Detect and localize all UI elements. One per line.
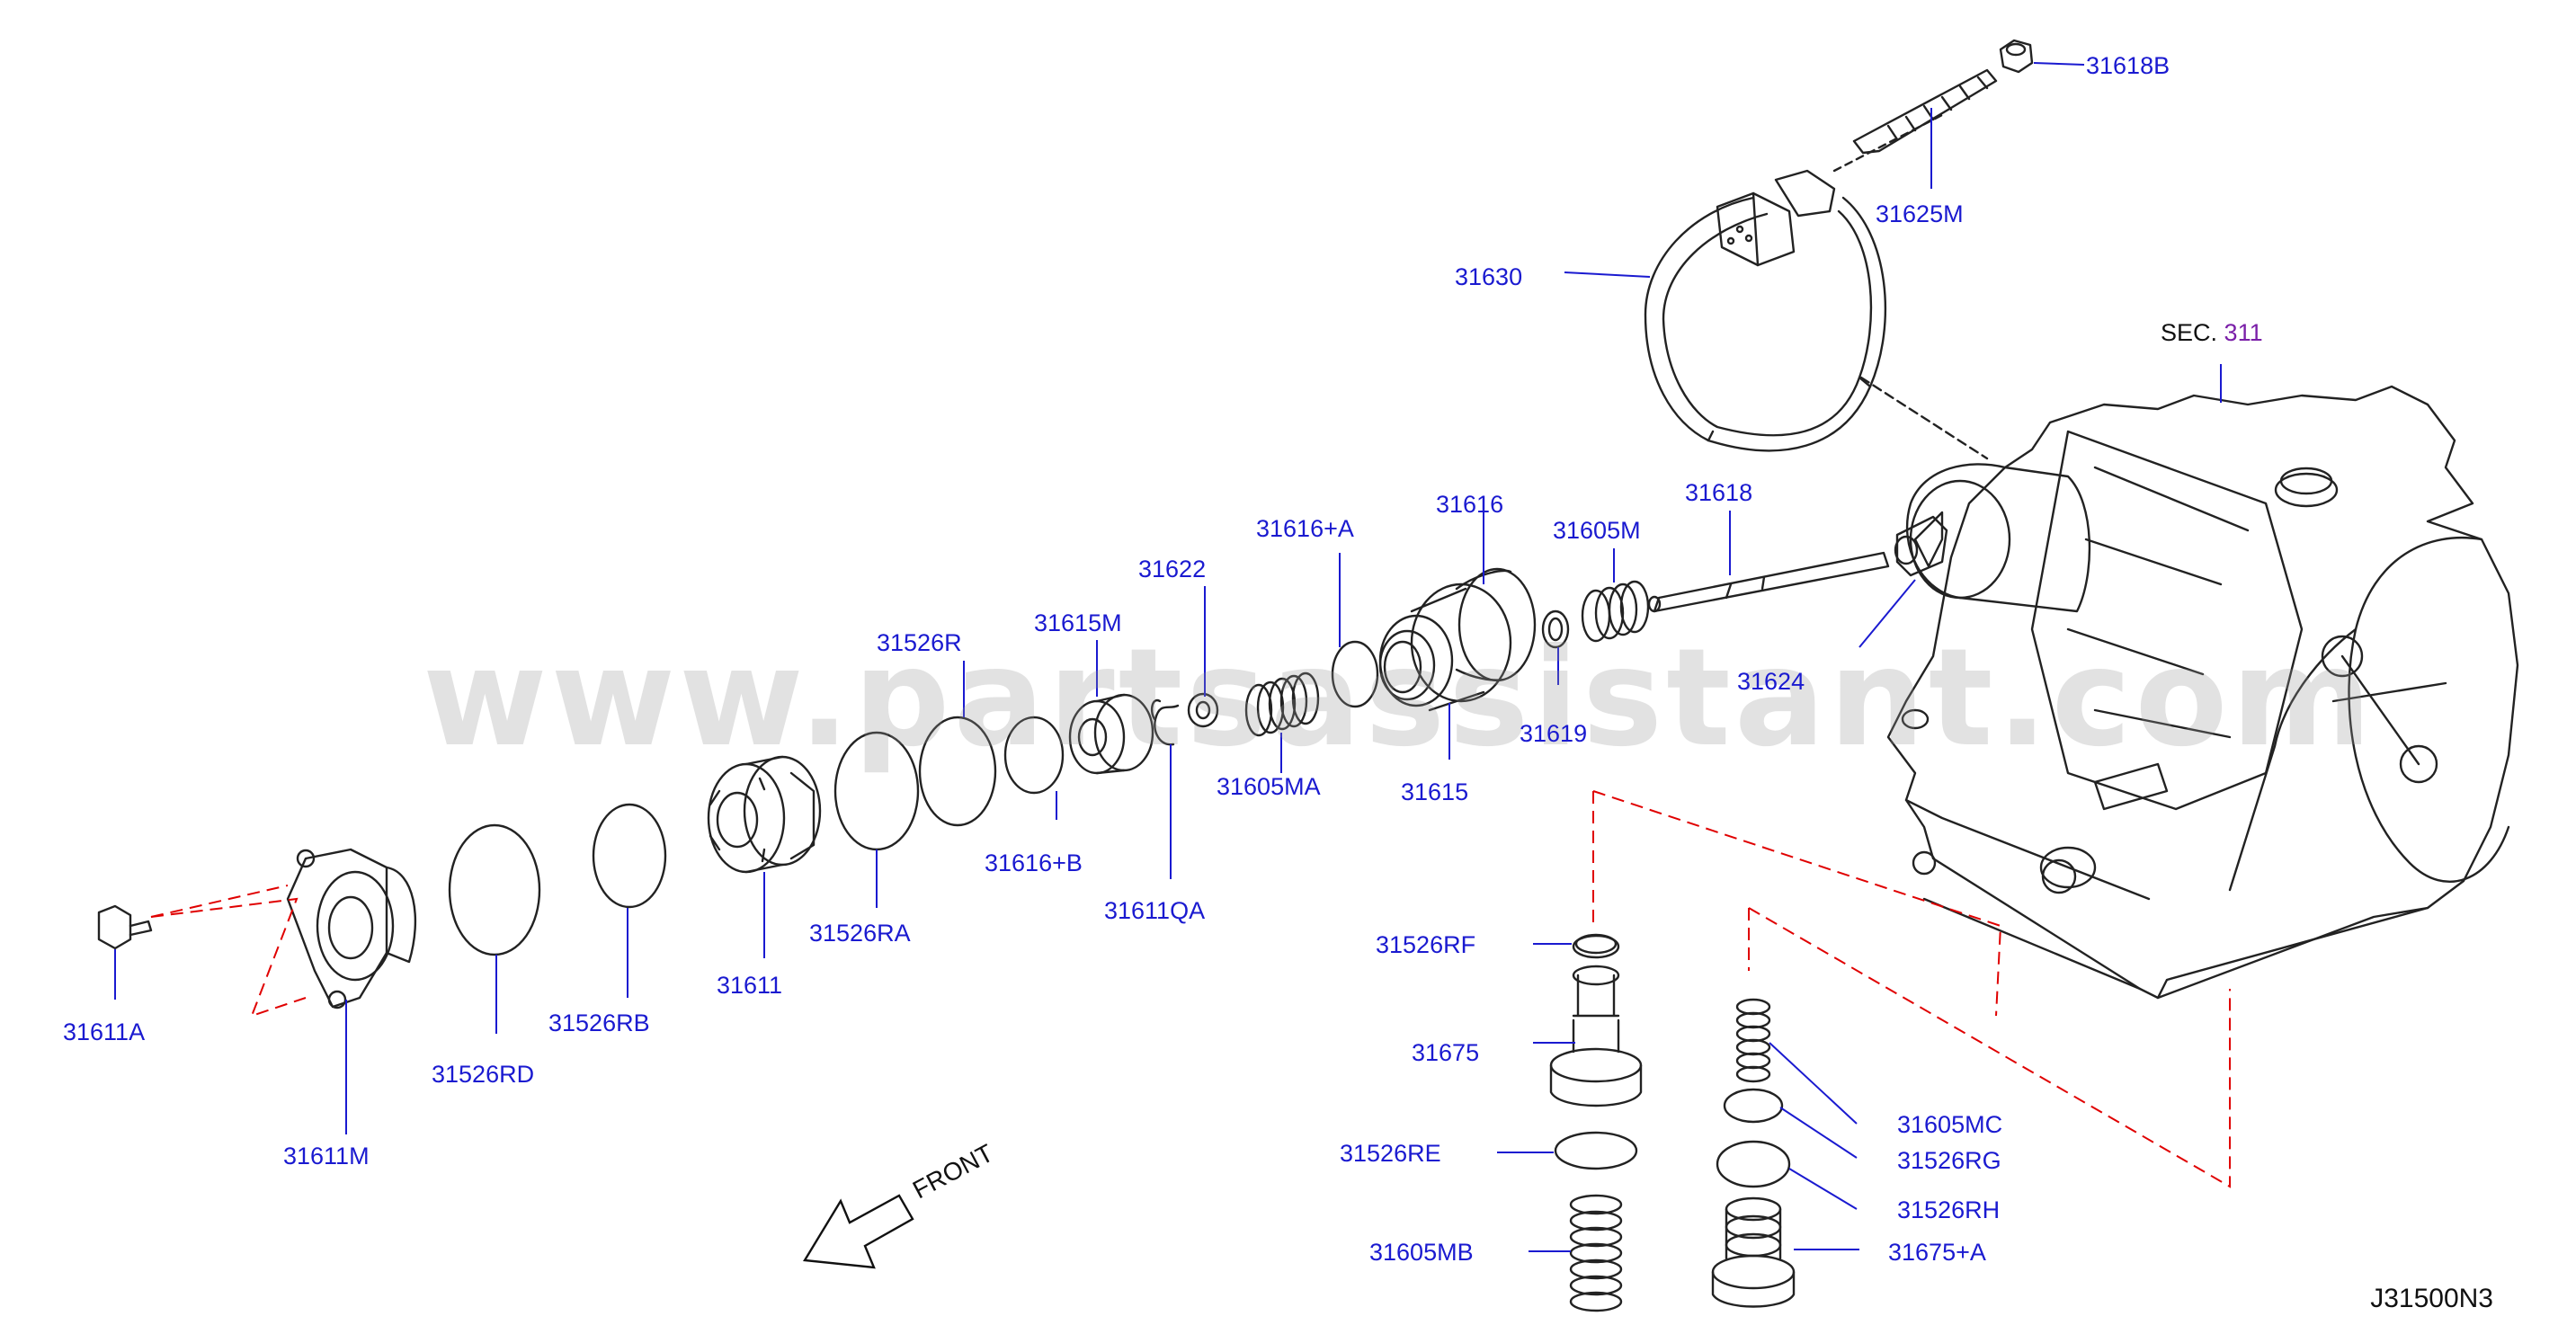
section-number[interactable]: 311 <box>2224 319 2263 346</box>
section-ref[interactable]: SEC. 311 <box>2161 321 2263 345</box>
part-label-31526RG[interactable]: 31526RG <box>1897 1147 2001 1174</box>
part-label-31630[interactable]: 31630 <box>1455 263 1523 290</box>
adjuster-drawing <box>1894 515 1948 577</box>
part-label-31618[interactable]: 31618 <box>1685 479 1753 506</box>
part-label-31615[interactable]: 31615 <box>1401 778 1469 805</box>
part-label-31625M[interactable]: 31625M <box>1876 200 1964 227</box>
part-label-31675[interactable]: 31675 <box>1412 1039 1480 1066</box>
part-label-31605MB[interactable]: 31605MB <box>1369 1239 1474 1266</box>
part-label-31526RA[interactable]: 31526RA <box>809 920 911 947</box>
front-arrow-icon <box>802 1194 914 1269</box>
diagram-reference: J31500N3 <box>2370 1284 2493 1313</box>
part-label-31526RH[interactable]: 31526RH <box>1897 1196 2001 1223</box>
part-label-31526R[interactable]: 31526R <box>877 629 962 656</box>
part-label-31605MA[interactable]: 31605MA <box>1217 773 1321 800</box>
transmission-case-drawing <box>1886 385 2519 1000</box>
oring-31526R-drawing <box>918 716 997 827</box>
part-label-31616B[interactable]: 31616+B <box>985 849 1083 876</box>
spring-31605MA-drawing <box>1244 671 1320 737</box>
oring-31526RF-drawing <box>1572 934 1620 959</box>
snap-ring-drawing <box>1150 698 1180 746</box>
washer-drawing <box>1541 609 1570 649</box>
part-label-31611[interactable]: 31611 <box>717 972 783 999</box>
part-label-31624[interactable]: 31624 <box>1737 668 1805 695</box>
part-label-31611M[interactable]: 31611M <box>283 1143 370 1169</box>
part-label-31675A[interactable]: 31675+A <box>1888 1239 1986 1266</box>
washer-31622-drawing <box>1187 692 1219 728</box>
part-label-31616A[interactable]: 31616+A <box>1256 515 1354 542</box>
part-label-31616[interactable]: 31616 <box>1436 491 1504 518</box>
nut-drawing <box>1999 39 2034 74</box>
valve-31675-drawing <box>1549 933 1643 1107</box>
cover-31611-drawing <box>707 755 822 874</box>
part-label-31526RD[interactable]: 31526RD <box>432 1061 535 1088</box>
part-label-31611QA[interactable]: 31611QA <box>1104 897 1206 924</box>
oring-31616A-drawing <box>1331 640 1379 708</box>
piston-31615-drawing <box>1378 567 1537 712</box>
part-label-31618B[interactable]: 31618B <box>2086 52 2170 79</box>
oring-31526RD-drawing <box>448 823 541 956</box>
watermark: www.partsassistant.com <box>423 620 2375 777</box>
oring-31526RB-drawing <box>592 803 667 909</box>
section-prefix: SEC. <box>2161 319 2218 346</box>
part-label-31619[interactable]: 31619 <box>1520 720 1588 747</box>
part-label-31615M[interactable]: 31615M <box>1034 609 1122 636</box>
part-label-31611A[interactable]: 31611A <box>63 1018 146 1045</box>
spring-31605M-drawing <box>1581 580 1650 643</box>
brake-band-drawing <box>1644 169 1887 452</box>
oring-31526RE-drawing <box>1554 1131 1638 1170</box>
part-label-31622[interactable]: 31622 <box>1138 556 1207 583</box>
oring-31616B-drawing <box>1003 716 1065 795</box>
part-label-31605MC[interactable]: 31605MC <box>1897 1111 2003 1138</box>
oring-31526RG-drawing <box>1723 1088 1784 1124</box>
part-label-31526RF[interactable]: 31526RF <box>1376 931 1476 958</box>
piston-31615M-drawing <box>1068 693 1154 775</box>
threaded-stud-drawing <box>1852 68 1998 155</box>
oring-31526RH-drawing <box>1716 1140 1791 1188</box>
valve-31675A-drawing <box>1711 1196 1796 1308</box>
spring-31605MB-drawing <box>1569 1194 1623 1312</box>
spring-31605MC-drawing <box>1735 998 1771 1083</box>
part-label-31526RE[interactable]: 31526RE <box>1340 1140 1441 1167</box>
rod-drawing <box>1647 551 1890 613</box>
cover-31611M-drawing <box>286 848 417 1009</box>
bolt-drawing <box>97 904 153 950</box>
part-label-31526RB[interactable]: 31526RB <box>548 1009 650 1036</box>
part-label-31605M[interactable]: 31605M <box>1553 517 1641 544</box>
